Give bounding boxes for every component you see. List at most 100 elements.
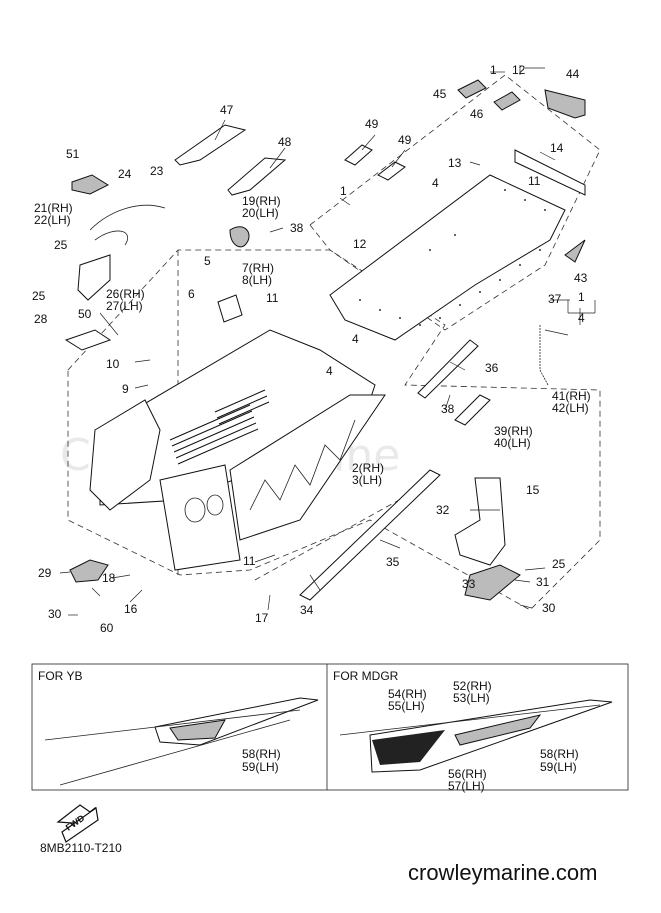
mdgr-box-title: FOR MDGR bbox=[333, 669, 399, 683]
label-47: 47 bbox=[220, 103, 234, 117]
label-44: 44 bbox=[566, 67, 580, 81]
side-truss bbox=[229, 394, 386, 541]
label-12: 12 bbox=[353, 237, 367, 251]
decal-47 bbox=[174, 124, 247, 166]
label-10: 10 bbox=[106, 357, 120, 371]
mdgr-label-55: 55(LH) bbox=[388, 699, 425, 713]
label-50: 50 bbox=[78, 307, 92, 321]
yb-label-58: 58(RH) bbox=[242, 747, 281, 761]
label-34: 34 bbox=[300, 603, 314, 617]
label-29: 29 bbox=[38, 566, 52, 580]
rivet-dots bbox=[359, 189, 546, 326]
label-51: 51 bbox=[66, 147, 80, 161]
label-49: 49 bbox=[365, 117, 379, 131]
label-6: 6 bbox=[188, 287, 195, 301]
label-20: 20(LH) bbox=[242, 206, 279, 220]
label-2: 2(RH) bbox=[352, 461, 384, 475]
dashed-outline-frame bbox=[67, 249, 601, 611]
yb-box-title: FOR YB bbox=[38, 669, 82, 683]
rail-36 bbox=[417, 339, 479, 399]
label-15: 15 bbox=[526, 483, 540, 497]
part-51 bbox=[71, 174, 110, 195]
yb-decal-accent bbox=[169, 719, 226, 741]
label-32: 32 bbox=[436, 503, 450, 517]
plate-hole bbox=[184, 497, 206, 523]
label-11: 11 bbox=[243, 554, 256, 568]
label-24: 24 bbox=[118, 167, 132, 181]
label-3: 3(LH) bbox=[352, 473, 382, 487]
bar-22 bbox=[94, 230, 128, 246]
decal-49b bbox=[377, 161, 406, 181]
label-12: 12 bbox=[512, 63, 526, 77]
vent-slots bbox=[169, 389, 270, 465]
label-48: 48 bbox=[278, 135, 292, 149]
decal-45 bbox=[457, 79, 487, 99]
mdgr-label-57: 57(LH) bbox=[448, 779, 485, 793]
bar-21 bbox=[89, 204, 166, 231]
front-frame bbox=[89, 399, 161, 511]
part-39 bbox=[454, 394, 491, 426]
plate-hole bbox=[206, 494, 224, 516]
chain-41 bbox=[539, 325, 549, 386]
bracket-14 bbox=[514, 149, 586, 196]
label-38: 38 bbox=[441, 402, 455, 416]
steering-bracket bbox=[217, 294, 243, 323]
mdgr-label-54: 54(RH) bbox=[388, 687, 427, 701]
label-38: 38 bbox=[290, 221, 304, 235]
label-1: 1 bbox=[490, 63, 497, 77]
label-7: 7(RH) bbox=[242, 261, 274, 275]
label-14: 14 bbox=[550, 141, 564, 155]
label-4: 4 bbox=[326, 364, 333, 378]
label-19: 19(RH) bbox=[242, 194, 281, 208]
label-46: 46 bbox=[470, 107, 484, 121]
decal-49a bbox=[344, 144, 373, 166]
part-29 bbox=[69, 559, 109, 583]
part-43 bbox=[564, 239, 586, 263]
mdgr-label-58: 58(RH) bbox=[540, 747, 579, 761]
label-39: 39(RH) bbox=[494, 424, 533, 438]
mdgr-decal-accent bbox=[454, 714, 542, 746]
label-41: 41(RH) bbox=[552, 389, 591, 403]
label-23: 23 bbox=[150, 164, 164, 178]
pad-50 bbox=[64, 329, 112, 351]
side-plate bbox=[159, 464, 241, 571]
yb-line bbox=[59, 719, 291, 786]
label-4: 4 bbox=[578, 311, 585, 325]
label-40: 40(LH) bbox=[494, 436, 531, 450]
mdgr-label-56: 56(RH) bbox=[448, 767, 487, 781]
leader-lines bbox=[59, 65, 596, 616]
label-30: 30 bbox=[542, 601, 556, 615]
yb-label-59: 59(LH) bbox=[242, 760, 279, 774]
mdgr-line bbox=[339, 704, 601, 736]
label-49: 49 bbox=[398, 133, 412, 147]
decal-48 bbox=[227, 157, 287, 196]
label-33: 33 bbox=[462, 577, 476, 591]
label-36: 36 bbox=[485, 361, 499, 375]
label-45: 45 bbox=[433, 87, 447, 101]
label-35: 35 bbox=[386, 555, 400, 569]
diagram-code: 8MB2110-T210 bbox=[40, 841, 122, 855]
boot-part bbox=[229, 226, 250, 248]
truss-zigzag bbox=[249, 419, 356, 511]
label-1: 1 bbox=[578, 290, 585, 304]
label-17: 17 bbox=[255, 611, 269, 625]
mdgr-label-53: 53(LH) bbox=[453, 691, 490, 705]
label-4: 4 bbox=[432, 176, 439, 190]
label-25: 25 bbox=[54, 238, 68, 252]
variant-frame bbox=[31, 663, 629, 791]
label-43: 43 bbox=[574, 271, 588, 285]
label-4: 4 bbox=[352, 332, 359, 346]
decal-46 bbox=[493, 91, 521, 111]
label-11: 11 bbox=[266, 291, 279, 305]
label-37: 37 bbox=[548, 292, 562, 306]
label-13: 13 bbox=[448, 156, 462, 170]
label-11: 11 bbox=[528, 174, 541, 188]
label-31: 31 bbox=[536, 575, 550, 589]
label-26: 26(RH) bbox=[106, 287, 145, 301]
part-44 bbox=[544, 89, 586, 119]
label-16: 16 bbox=[124, 602, 138, 616]
top-cover-panel bbox=[329, 174, 566, 341]
rail-35 bbox=[299, 469, 441, 601]
bracket-26 bbox=[77, 254, 111, 301]
